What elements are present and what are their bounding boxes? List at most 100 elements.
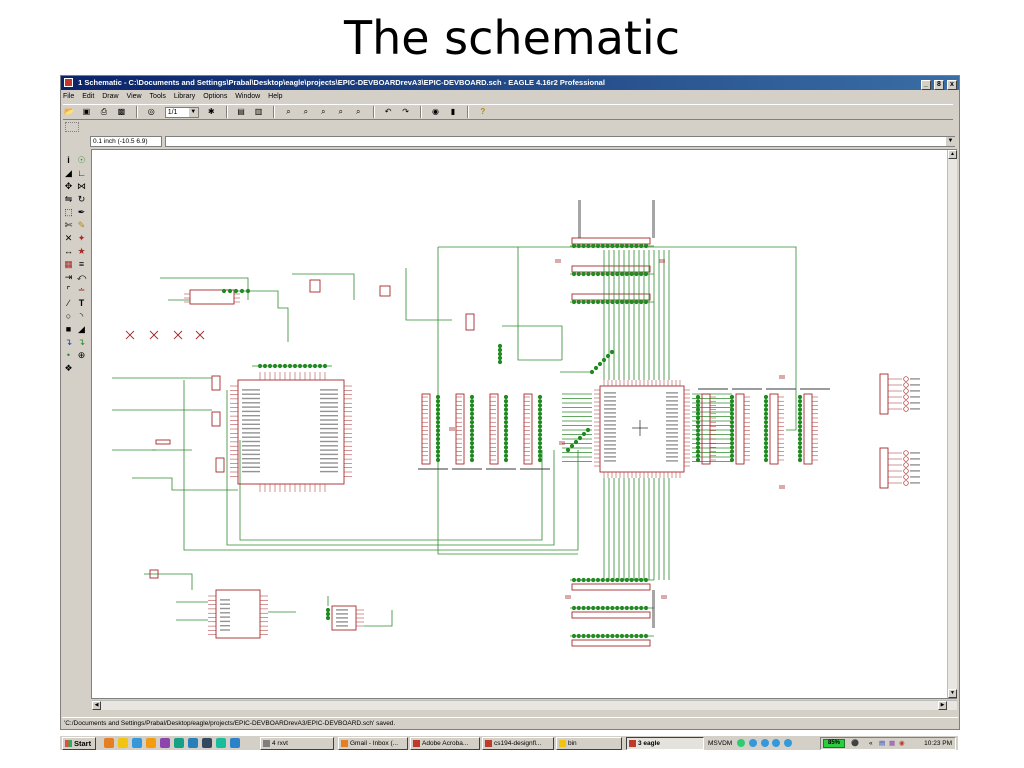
paste-icon[interactable]: ✎ <box>77 220 86 230</box>
battery-indicator[interactable]: 85% <box>823 739 845 748</box>
arc-icon[interactable]: ◝ <box>79 311 84 321</box>
outlook-icon[interactable] <box>145 738 156 748</box>
rect-icon[interactable]: ■ <box>65 324 72 334</box>
print-icon[interactable]: ⎙ <box>100 107 108 116</box>
menu-help[interactable]: Help <box>268 93 283 100</box>
zoom-select-icon[interactable]: ⌕ <box>356 107 361 116</box>
chevron-down-icon[interactable]: ▼ <box>188 108 198 117</box>
network-icon[interactable] <box>187 738 198 748</box>
smash-icon[interactable]: ⤺ <box>76 272 87 282</box>
split-icon[interactable]: ∸ <box>77 285 86 295</box>
zoom-fit-icon[interactable]: ⌕ <box>286 107 291 116</box>
menu-draw[interactable]: Draw <box>102 93 119 100</box>
board-switch-icon[interactable]: ◎ <box>147 107 155 116</box>
task-pdf[interactable]: cs194-designfl... <box>482 737 554 750</box>
network-tray-icon[interactable]: ▤ <box>879 740 886 747</box>
circle-icon[interactable]: ○ <box>65 311 72 321</box>
wire-icon[interactable]: ∕ <box>67 298 70 308</box>
info-icon[interactable]: i <box>67 155 70 165</box>
polygon-icon[interactable]: ◢ <box>78 324 85 334</box>
restore-button[interactable]: 8 <box>933 80 944 90</box>
desktop-3-icon[interactable] <box>760 739 769 748</box>
horizontal-scrollbar[interactable]: ◀ ▶ <box>92 700 957 710</box>
save-icon[interactable]: ▣ <box>82 107 91 116</box>
cut-icon[interactable]: ✄ <box>64 220 73 230</box>
start-button[interactable]: Start <box>62 737 96 750</box>
ie-icon[interactable] <box>229 738 240 748</box>
copy-icon[interactable]: ⋈ <box>77 181 86 191</box>
menu-options[interactable]: Options <box>203 93 228 100</box>
eagle-app-icon[interactable] <box>64 78 73 87</box>
menu-edit[interactable]: Edit <box>82 93 95 100</box>
display-icon[interactable]: ◢ <box>65 168 72 178</box>
command-line[interactable] <box>165 136 955 147</box>
redraw-icon[interactable]: ⌕ <box>338 107 344 116</box>
task-eagle[interactable]: 3 eagle <box>626 737 704 750</box>
help-button[interactable]: ? <box>480 107 486 116</box>
expand-tray-icon[interactable]: « <box>869 740 873 747</box>
task-rxvt[interactable]: 4 rxvt <box>260 737 334 750</box>
use-library-icon[interactable]: ✱ <box>207 107 215 116</box>
desktop-2-icon[interactable] <box>748 739 757 748</box>
chevron-down-icon[interactable]: ▼ <box>946 137 955 146</box>
media-icon[interactable] <box>173 738 184 748</box>
gateswap-icon[interactable]: ▦ <box>64 259 73 269</box>
desktop-4-icon[interactable] <box>772 739 781 748</box>
move-icon[interactable]: ✥ <box>64 181 73 191</box>
erc-icon[interactable]: ❖ <box>64 363 73 373</box>
add-icon[interactable]: ✦ <box>77 233 86 243</box>
undo-icon[interactable]: ↶ <box>384 107 392 116</box>
title-bar[interactable]: 1 Schematic - C:\Documents and Settings\… <box>61 76 959 90</box>
toolbar-grip[interactable] <box>65 122 79 132</box>
ulp-icon[interactable]: ▥ <box>254 107 263 116</box>
scroll-right-icon[interactable]: ▶ <box>938 701 947 710</box>
label-icon[interactable]: ⊕ <box>77 350 86 360</box>
pinswap-icon[interactable]: ↔ <box>64 246 73 256</box>
text-icon[interactable]: T <box>78 298 85 308</box>
miter-icon[interactable]: ⌜ <box>66 285 71 295</box>
value-icon[interactable]: ⇥ <box>64 272 73 282</box>
folder-icon[interactable] <box>117 738 128 748</box>
menu-window[interactable]: Window <box>235 93 261 100</box>
junction-icon[interactable]: • <box>66 350 71 360</box>
zoom-in-icon[interactable]: ⌕ <box>303 107 309 116</box>
task-bin[interactable]: bin <box>556 737 622 750</box>
net-icon[interactable]: ↴ <box>77 337 86 347</box>
stop-icon[interactable]: ◉ <box>432 107 439 116</box>
show-icon[interactable]: ☉ <box>77 155 86 165</box>
scroll-down-icon[interactable]: ▼ <box>948 689 957 698</box>
bus-icon[interactable]: ↴ <box>64 337 73 347</box>
name-icon[interactable]: ≡ <box>78 259 85 269</box>
browser-icon[interactable] <box>131 738 142 748</box>
scroll-left-icon[interactable]: ◀ <box>92 701 101 710</box>
menu-view[interactable]: View <box>126 93 142 100</box>
antivirus-tray-icon[interactable]: ◉ <box>899 740 905 747</box>
mirror-icon[interactable]: ⇋ <box>64 194 73 204</box>
mark-icon[interactable]: ∟ <box>77 168 86 178</box>
scroll-up-icon[interactable]: ▲ <box>948 150 957 159</box>
vnc-tray-icon[interactable]: ▩ <box>889 740 896 747</box>
task-gmail[interactable]: Gmail - Inbox (... <box>338 737 408 750</box>
vnc-icon[interactable] <box>159 738 170 748</box>
task-acrobat[interactable]: Adobe Acroba... <box>410 737 480 750</box>
zoom-out-icon[interactable]: ⌕ <box>321 107 326 116</box>
sheet-select[interactable]: 1/1 ▼ <box>164 107 199 118</box>
rotate-icon[interactable]: ↻ <box>77 194 86 204</box>
delete-icon[interactable]: ✕ <box>64 233 73 243</box>
open-icon[interactable]: 📂 <box>64 107 74 116</box>
redo-icon[interactable]: ↷ <box>402 107 409 116</box>
firefox-icon[interactable] <box>104 738 114 748</box>
change-icon[interactable]: ✒ <box>77 207 86 217</box>
vertical-scrollbar[interactable]: ▲ ▼ <box>947 150 957 698</box>
power-icon[interactable]: ⚫ <box>851 740 860 747</box>
cam-icon[interactable]: ▩ <box>117 107 126 116</box>
menu-library[interactable]: Library <box>173 93 196 100</box>
terminal-icon[interactable] <box>201 738 212 748</box>
close-button[interactable]: x <box>947 80 957 90</box>
replace-icon[interactable]: ★ <box>77 246 86 256</box>
desktop-5-icon[interactable] <box>784 739 793 748</box>
app-icon[interactable] <box>215 738 226 748</box>
menu-file[interactable]: File <box>63 93 75 100</box>
schematic-canvas[interactable] <box>91 149 957 699</box>
script-icon[interactable]: ▤ <box>237 107 245 116</box>
